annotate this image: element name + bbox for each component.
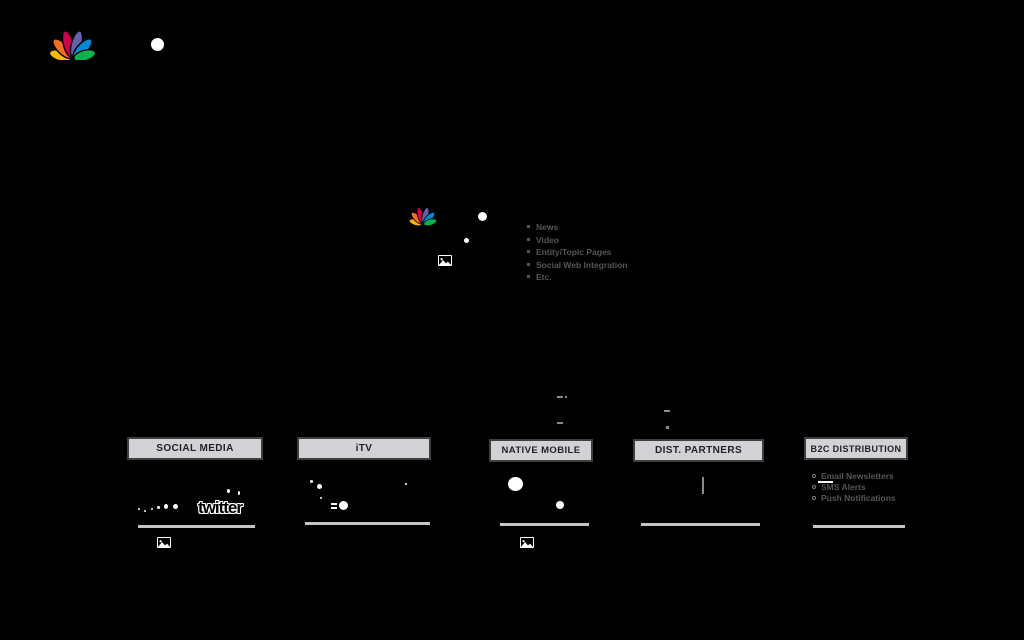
- header-logo-dot: [151, 38, 164, 51]
- channel-box-dist-partners: DIST. PARTNERS: [633, 439, 764, 462]
- twitter-logo-fragment: [238, 491, 240, 495]
- image-placeholder-icon: [520, 537, 534, 548]
- b2c-feature-list: Email Newsletters SMS Alerts Push Notifi…: [812, 471, 896, 505]
- itv-logo-fragment: [310, 480, 313, 483]
- facebook-logo-fragment: [164, 504, 168, 509]
- itv-logo-fragment: [320, 497, 322, 499]
- channel-box-itv: iTV: [297, 437, 431, 460]
- hub-feature-item: Video: [527, 234, 627, 247]
- hub-feature-item: Etc.: [527, 271, 627, 284]
- hub-feature-item: Entity/Topic Pages: [527, 246, 627, 259]
- connector-dash: [557, 422, 563, 424]
- divider-line: [305, 522, 430, 525]
- channel-box-social-media: SOCIAL MEDIA: [127, 437, 263, 460]
- itv-logo-fragment: [405, 483, 407, 485]
- channel-label: iTV: [355, 443, 373, 454]
- b2c-feature-item: SMS Alerts: [812, 482, 896, 493]
- image-placeholder-icon: [438, 255, 452, 266]
- divider-line: [813, 525, 905, 528]
- hub-feature-item: Social Web Integration: [527, 259, 627, 272]
- itv-logo-fragment: [331, 503, 337, 505]
- partner-logo-fragment: [702, 477, 704, 494]
- connector-dash: [557, 396, 563, 398]
- itv-logo-fragment: [339, 501, 348, 510]
- channel-label: B2C DISTRIBUTION: [810, 443, 902, 454]
- b2c-feature-item: Push Notifications: [812, 493, 896, 504]
- channel-label: NATIVE MOBILE: [501, 445, 581, 456]
- facebook-logo-fragment: [138, 508, 140, 510]
- image-placeholder-icon: [157, 537, 171, 548]
- hub-ui-dot: [464, 238, 469, 243]
- twitter-wordmark-logo: twitter: [198, 498, 243, 517]
- itv-logo-fragment: [317, 484, 322, 489]
- twitter-logo-fragment: [227, 489, 230, 493]
- facebook-logo-fragment: [157, 506, 160, 509]
- facebook-logo-fragment: [173, 504, 178, 509]
- email-underline: [818, 481, 833, 483]
- nbc-peacock-logo-hub: [409, 207, 437, 226]
- hub-feature-list: News Video Entity/Topic Pages Social Web…: [527, 221, 627, 284]
- mobile-app-logo-fragment: [556, 501, 564, 509]
- hub-ui-dot: [478, 212, 487, 221]
- channel-box-native-mobile: NATIVE MOBILE: [489, 439, 593, 462]
- facebook-logo-fragment: [151, 508, 153, 510]
- connector-dash: [666, 426, 669, 429]
- hub-feature-item: News: [527, 221, 627, 234]
- channel-box-b2c-distribution: B2C DISTRIBUTION: [804, 437, 908, 460]
- divider-line: [138, 525, 255, 528]
- channel-label: DIST. PARTNERS: [654, 445, 743, 456]
- connector-dash: [664, 410, 670, 412]
- divider-line: [641, 523, 760, 526]
- facebook-logo-fragment: [144, 510, 146, 512]
- nbc-peacock-logo-large: [49, 30, 96, 60]
- b2c-feature-item: Email Newsletters: [812, 471, 896, 482]
- channel-label: SOCIAL MEDIA: [156, 443, 234, 454]
- divider-line: [500, 523, 589, 526]
- mobile-app-logo-fragment: [508, 477, 523, 491]
- itv-logo-fragment: [331, 507, 337, 509]
- connector-dash: [565, 396, 567, 398]
